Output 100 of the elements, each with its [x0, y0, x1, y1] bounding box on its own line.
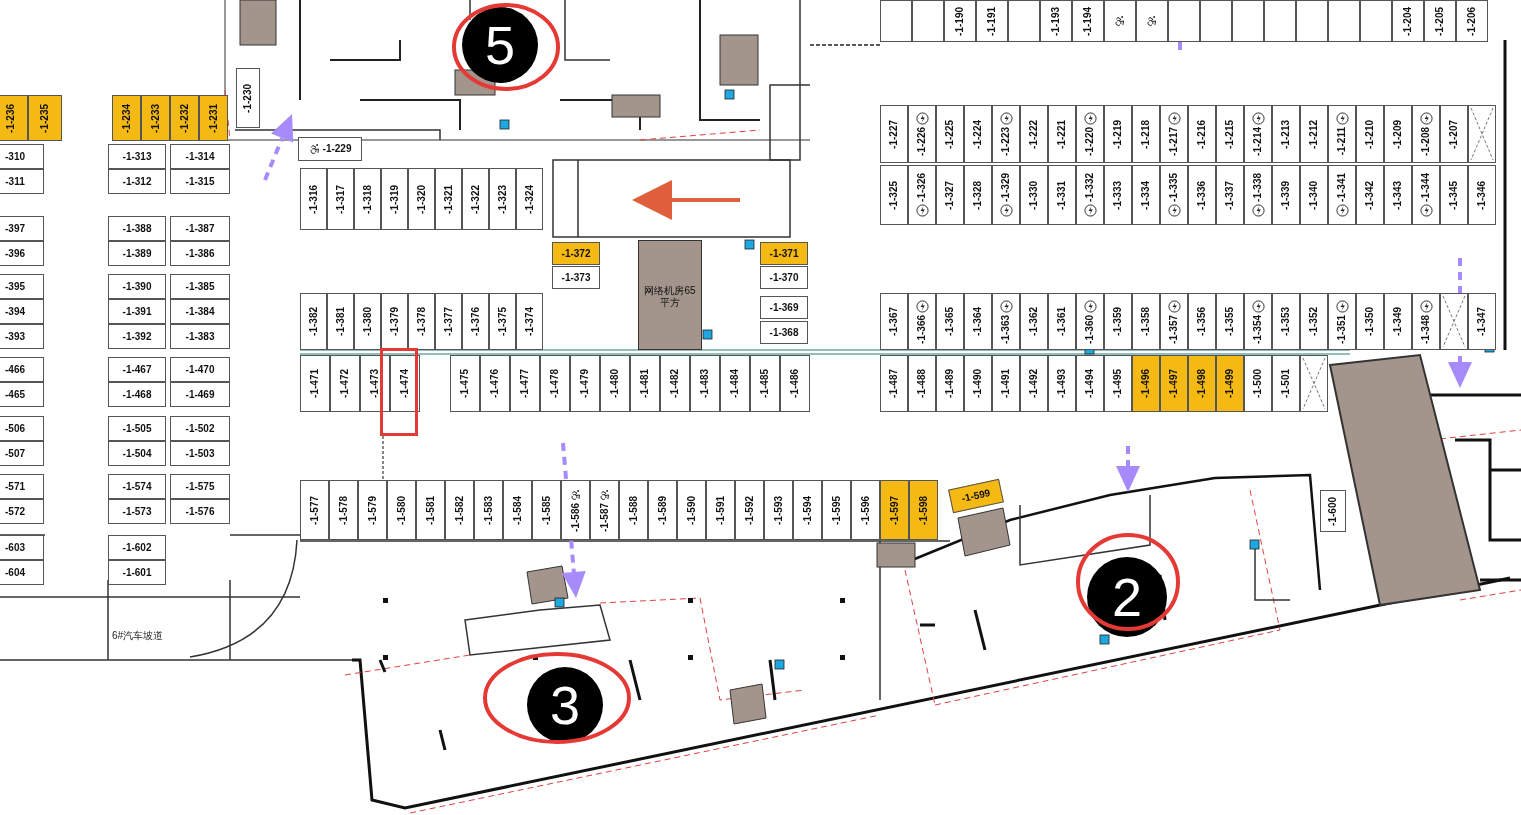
space-number: -1-597 — [889, 495, 900, 525]
space-number: -1-357 — [1169, 314, 1179, 344]
space-number: -1-340 — [1309, 180, 1319, 210]
space-number: -1-351 — [1337, 314, 1347, 344]
space-number: -1-584 — [512, 495, 523, 525]
space-number: -1-573 — [122, 506, 152, 517]
space-number: -1-227 — [889, 119, 899, 149]
space-number: -1-223 — [1001, 127, 1011, 156]
space-number: -1-468 — [122, 389, 152, 400]
space-number: -465 — [5, 389, 25, 400]
space-number: -1-378 — [416, 307, 427, 336]
space-number: -1-494 — [1085, 369, 1095, 398]
space-number: -1-332 — [1085, 173, 1095, 202]
space-number: -1-312 — [122, 176, 152, 187]
space-number: -1-204 — [1403, 6, 1413, 36]
space-number: -1-209 — [1393, 119, 1403, 149]
space-number: -1-392 — [122, 331, 152, 342]
space-number: -1-498 — [1197, 369, 1207, 398]
space-number: -1-194 — [1083, 6, 1093, 36]
space-number: -1-389 — [122, 248, 152, 259]
space-number: -1-385 — [185, 281, 215, 292]
space-number: -572 — [5, 506, 25, 517]
space-number: -1-599 — [960, 488, 992, 504]
space-number: -1-341 — [1337, 173, 1347, 202]
space-number: -1-345 — [1449, 180, 1459, 210]
space-number: -1-206 — [1467, 6, 1477, 36]
space-number: -1-479 — [580, 369, 590, 398]
space-number: -1-321 — [443, 184, 454, 214]
space-number: -1-471 — [310, 369, 320, 398]
space-number: -1-594 — [802, 495, 813, 525]
space-number: -1-218 — [1141, 119, 1151, 149]
space-number: -1-342 — [1365, 180, 1375, 210]
space-number: -1-591 — [715, 495, 726, 525]
space-number: -1-381 — [335, 307, 346, 336]
space-number: -1-589 — [657, 495, 668, 525]
space-number: -1-214 — [1253, 127, 1263, 156]
space-number: -1-600 — [1328, 496, 1338, 526]
space-number: -1-233 — [150, 103, 161, 133]
space-number: -1-383 — [185, 331, 215, 342]
space-number: -1-467 — [122, 364, 152, 375]
space-number: -1-348 — [1421, 314, 1431, 344]
space-number: -1-208 — [1421, 127, 1431, 156]
space-number: -1-354 — [1253, 314, 1263, 344]
space-number: -1-390 — [122, 281, 152, 292]
space-number: -1-325 — [889, 180, 899, 210]
space-number: -1-579 — [367, 495, 378, 525]
space-number: -1-580 — [396, 495, 407, 525]
space-number: -1-205 — [1435, 6, 1445, 36]
space-number: -1-376 — [470, 307, 481, 336]
space-number: -1-602 — [122, 542, 152, 553]
space-number: -1-363 — [1001, 314, 1011, 344]
space-number: -1-229 — [322, 144, 352, 154]
space-number: -1-326 — [917, 173, 927, 202]
callout-number: 2 — [1111, 570, 1142, 624]
space-number: -1-578 — [338, 495, 349, 525]
space-number: -1-582 — [454, 495, 465, 525]
space-number: -1-330 — [1029, 180, 1039, 210]
space-number: -466 — [5, 364, 25, 375]
space-number: -1-322 — [470, 184, 481, 214]
space-number: -1-595 — [831, 495, 842, 525]
space-number: -1-366 — [917, 314, 927, 344]
space-number: -1-496 — [1141, 369, 1151, 398]
space-number: -1-482 — [670, 369, 680, 398]
space-number: -1-487 — [889, 369, 899, 398]
space-number: -1-193 — [1051, 6, 1061, 36]
space-number: -1-596 — [860, 495, 871, 525]
space-number: -1-331 — [1057, 180, 1067, 210]
space-number: -1-478 — [550, 369, 560, 398]
space-number: -1-379 — [389, 307, 400, 336]
space-number: -571 — [5, 481, 25, 492]
callout-number: 5 — [484, 18, 515, 72]
space-number: -1-317 — [335, 184, 346, 214]
space-number: -1-384 — [185, 306, 215, 317]
space-number: -1-497 — [1169, 369, 1179, 398]
space-number: -1-391 — [122, 306, 152, 317]
space-number: -1-316 — [308, 184, 319, 214]
space-number: -1-365 — [945, 307, 955, 336]
space-number: -1-382 — [308, 307, 319, 336]
space-number: -1-328 — [973, 180, 983, 210]
space-number: -1-353 — [1281, 307, 1291, 336]
space-number: -1-488 — [917, 369, 927, 398]
space-number: -1-215 — [1225, 119, 1235, 149]
space-number: -1-191 — [987, 6, 997, 36]
space-number: -1-371 — [769, 248, 799, 259]
space-number: -1-475 — [460, 369, 470, 398]
space-number: -1-323 — [497, 184, 508, 214]
space-number: -1-361 — [1057, 307, 1067, 336]
space-number: -1-474 — [400, 369, 410, 398]
space-number: -1-502 — [185, 423, 215, 434]
space-number: -1-349 — [1393, 307, 1403, 336]
space-number: -1-190 — [955, 6, 965, 36]
space-number: -1-314 — [185, 151, 215, 162]
space-number: -1-373 — [561, 272, 591, 283]
space-number: -1-387 — [185, 223, 215, 234]
space-number: -1-315 — [185, 176, 215, 187]
space-number: -1-484 — [730, 369, 740, 398]
space-number: -506 — [5, 423, 25, 434]
space-number: -1-476 — [490, 369, 500, 398]
space-number: -1-359 — [1113, 307, 1123, 336]
space-number: -1-220 — [1085, 127, 1095, 156]
